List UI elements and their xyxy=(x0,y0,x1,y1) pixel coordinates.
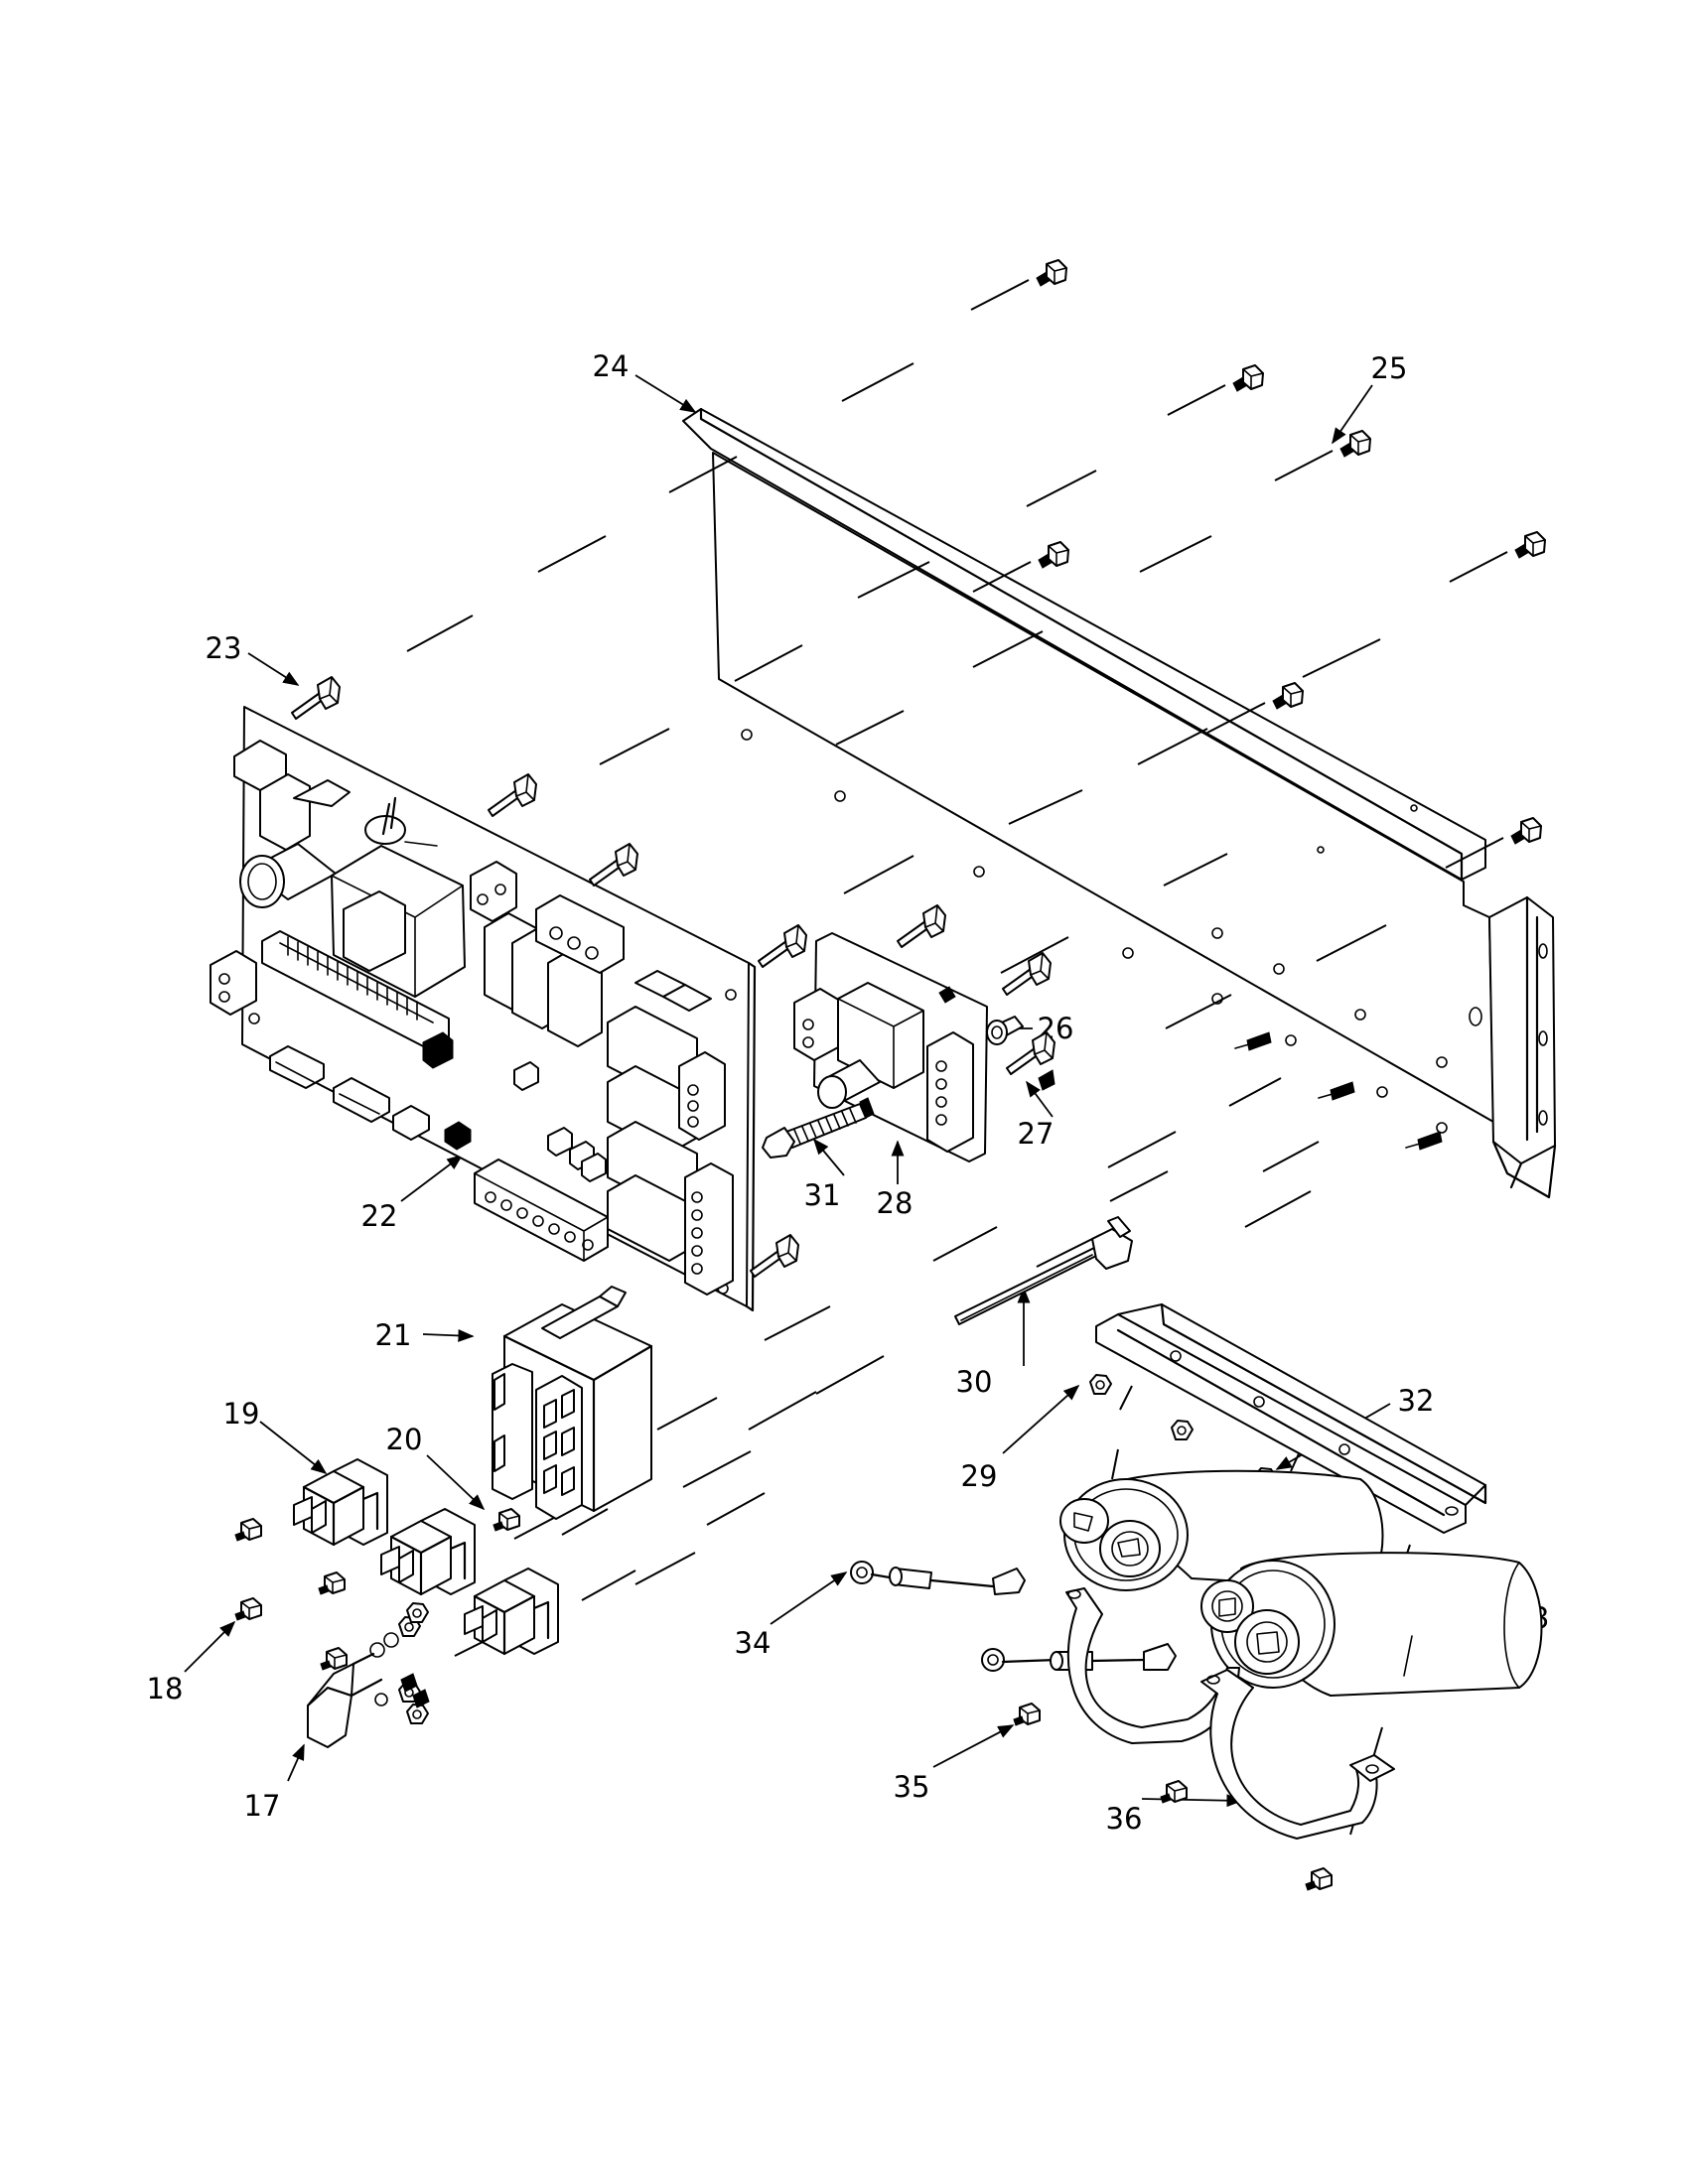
callout-labels: 17 18 19 20 21 22 23 24 25 26 27 28 29 3… xyxy=(147,349,1550,1836)
callout-36: 36 xyxy=(1106,1802,1143,1836)
callout-25: 25 xyxy=(1371,351,1408,385)
callout-20: 20 xyxy=(386,1423,423,1456)
screw-35 xyxy=(1013,1703,1041,1726)
callout-22: 22 xyxy=(361,1199,398,1233)
callout-21: 21 xyxy=(375,1318,412,1352)
callout-28: 28 xyxy=(877,1186,914,1220)
callout-30: 30 xyxy=(956,1365,993,1399)
probe-30 xyxy=(954,1216,1133,1325)
clip-27 xyxy=(1006,1031,1055,1091)
explode-dashes xyxy=(406,362,1411,1836)
line-filter-19 xyxy=(293,1458,559,1656)
callout-18: 18 xyxy=(147,1672,184,1706)
screw-20 xyxy=(492,1508,520,1532)
panel-screws-25 xyxy=(970,259,1546,1151)
mounting-bracket-24 xyxy=(682,407,1557,1199)
callout-32: 32 xyxy=(1398,1384,1435,1418)
hv-capacitors-33 xyxy=(1059,1469,1543,1697)
diodes-34 xyxy=(850,1561,1177,1672)
callout-24: 24 xyxy=(593,349,630,383)
relay-board-28 xyxy=(793,932,988,1162)
callout-27: 27 xyxy=(1018,1117,1055,1151)
callout-29: 29 xyxy=(961,1459,998,1493)
control-board-22 xyxy=(210,706,757,1312)
spacer-26 xyxy=(986,1016,1024,1045)
callout-31: 31 xyxy=(804,1178,841,1212)
callout-35: 35 xyxy=(894,1770,930,1804)
relay-block-21 xyxy=(492,1286,653,1520)
callout-34: 34 xyxy=(735,1626,772,1660)
capacitor-straps-36 xyxy=(1065,1587,1395,1891)
callout-19: 19 xyxy=(223,1397,260,1431)
harness-17 xyxy=(307,1602,430,1748)
callout-23: 23 xyxy=(206,631,242,665)
capacitor-bracket-32 xyxy=(1095,1302,1487,1534)
callout-17: 17 xyxy=(244,1789,281,1823)
long-screw-31 xyxy=(762,1097,875,1159)
